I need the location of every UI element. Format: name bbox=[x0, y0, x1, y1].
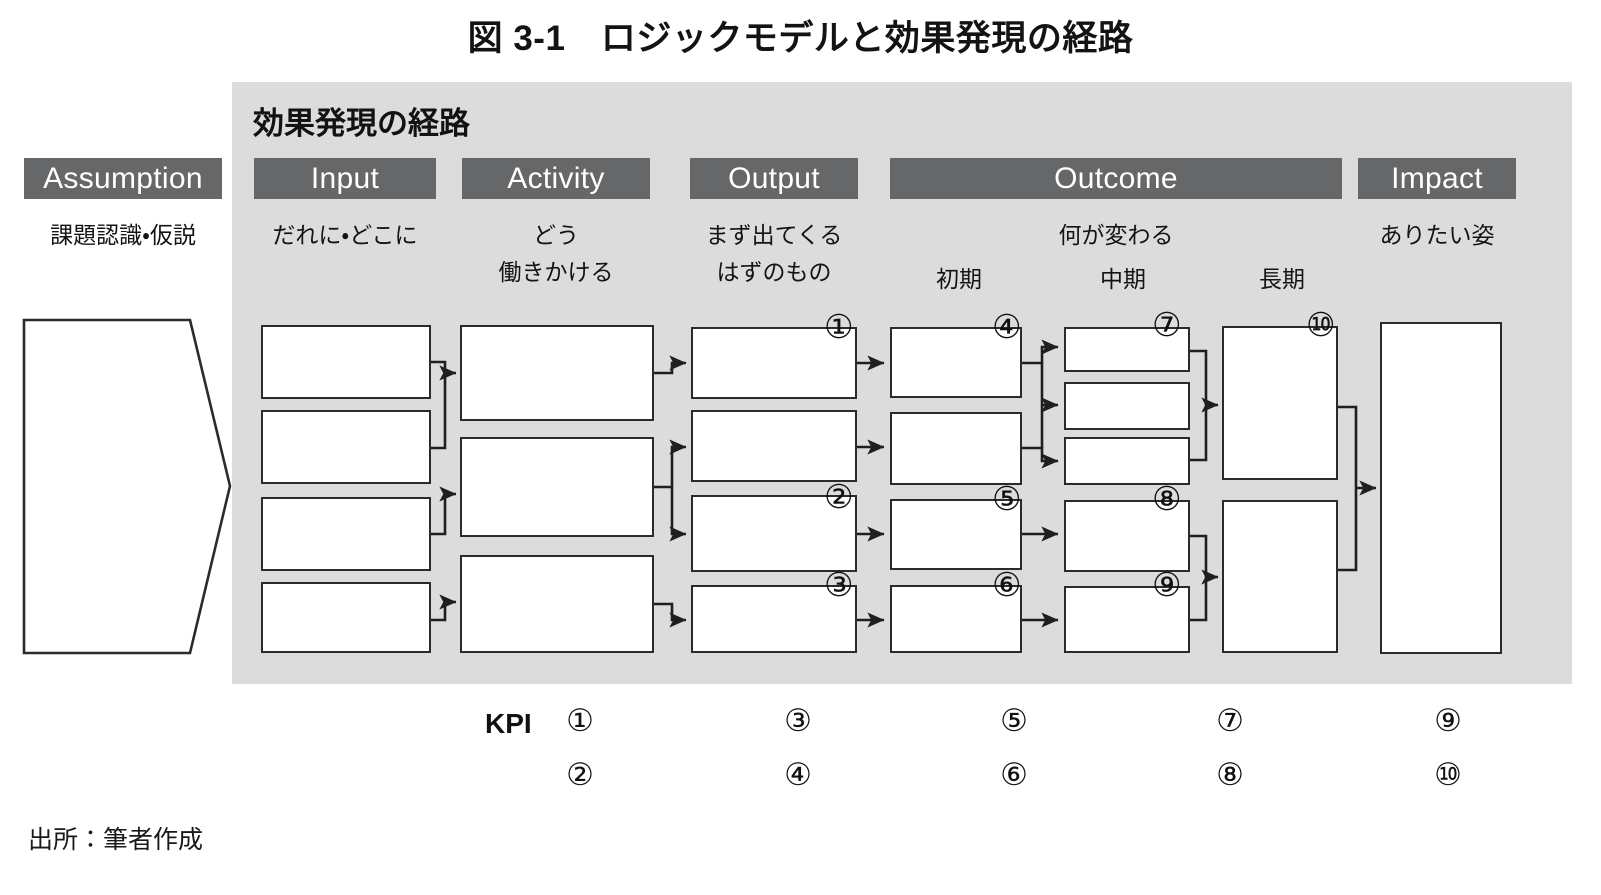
impact-box-1[interactable] bbox=[1380, 322, 1502, 654]
column-header-input: Input bbox=[254, 158, 436, 199]
caption-output-line1: まず出てくる bbox=[705, 222, 843, 248]
kpi-row1-item-5: ⑨ bbox=[1434, 703, 1462, 739]
outcome-long-box-1[interactable] bbox=[1222, 326, 1338, 480]
column-header-output: Output bbox=[690, 158, 858, 199]
outcome-mid-box-4[interactable] bbox=[1064, 500, 1190, 572]
column-header-impact: Impact bbox=[1358, 158, 1516, 199]
panel-title: 効果発現の経路 bbox=[253, 106, 470, 141]
kpi-row1-item-2: ③ bbox=[784, 703, 812, 739]
activity-box-3[interactable] bbox=[460, 555, 654, 653]
kpi-label: KPI bbox=[485, 708, 532, 739]
kpi-row1-item-4: ⑦ bbox=[1216, 703, 1244, 739]
marker-mid-8: ⑧ bbox=[1152, 479, 1182, 518]
caption-output-line2: はずのもの bbox=[716, 259, 832, 285]
column-header-assumption: Assumption bbox=[24, 158, 222, 199]
outcome-mid-box-2[interactable] bbox=[1064, 382, 1190, 430]
kpi-row2-item-5: ⑩ bbox=[1434, 757, 1462, 793]
caption-input: だれに・どこに bbox=[272, 222, 418, 248]
caption-assumption: 課題認識・仮説 bbox=[50, 222, 196, 248]
activity-box-2[interactable] bbox=[460, 437, 654, 537]
column-header-activity: Activity bbox=[462, 158, 650, 199]
marker-early-4: ④ bbox=[992, 307, 1022, 346]
caption-outcome: 何が変わる bbox=[1058, 222, 1174, 248]
source-note: 出所：筆者作成 bbox=[28, 826, 204, 854]
output-box-4[interactable] bbox=[691, 585, 857, 653]
outcome-long-box-2[interactable] bbox=[1222, 500, 1338, 653]
outcome-phase-mid: 中期 bbox=[1100, 266, 1146, 292]
marker-mid-9: ⑨ bbox=[1152, 565, 1182, 604]
output-box-3[interactable] bbox=[691, 495, 857, 572]
kpi-row2-item-1: ② bbox=[566, 757, 594, 793]
assumption-arrow-shape bbox=[22, 318, 232, 655]
marker-output-2: ② bbox=[824, 477, 854, 516]
caption-activity-line2: 働きかける bbox=[498, 259, 614, 285]
marker-output-1: ① bbox=[824, 307, 854, 346]
marker-early-6: ⑥ bbox=[992, 565, 1022, 604]
caption-activity-line1: どう bbox=[533, 222, 579, 248]
input-box-2[interactable] bbox=[261, 410, 431, 484]
output-box-1[interactable] bbox=[691, 327, 857, 399]
outcome-early-box-2[interactable] bbox=[890, 412, 1022, 485]
kpi-row2-item-4: ⑧ bbox=[1216, 757, 1244, 793]
input-box-4[interactable] bbox=[261, 582, 431, 653]
kpi-row1-item-3: ⑤ bbox=[1000, 703, 1028, 739]
outcome-early-box-1[interactable] bbox=[890, 327, 1022, 398]
outcome-early-box-3[interactable] bbox=[890, 499, 1022, 570]
input-box-1[interactable] bbox=[261, 325, 431, 399]
outcome-mid-box-5[interactable] bbox=[1064, 586, 1190, 653]
marker-long-10: ⑩ bbox=[1306, 305, 1336, 344]
column-header-outcome: Outcome bbox=[890, 158, 1342, 199]
outcome-early-box-4[interactable] bbox=[890, 585, 1022, 653]
marker-output-3: ③ bbox=[824, 565, 854, 604]
kpi-row1-item-1: ① bbox=[566, 703, 594, 739]
output-box-2[interactable] bbox=[691, 410, 857, 482]
marker-early-5: ⑤ bbox=[992, 479, 1022, 518]
input-box-3[interactable] bbox=[261, 497, 431, 571]
outcome-mid-box-3[interactable] bbox=[1064, 437, 1190, 485]
outcome-phase-early: 初期 bbox=[936, 266, 982, 292]
marker-mid-7: ⑦ bbox=[1152, 305, 1182, 344]
kpi-row2-item-2: ④ bbox=[784, 757, 812, 793]
kpi-row2-item-3: ⑥ bbox=[1000, 757, 1028, 793]
activity-box-1[interactable] bbox=[460, 325, 654, 421]
figure-title: 図 3-1 ロジックモデルと効果発現の経路 bbox=[467, 19, 1134, 58]
caption-impact: ありたい姿 bbox=[1379, 222, 1495, 248]
outcome-mid-box-1[interactable] bbox=[1064, 327, 1190, 372]
outcome-phase-long: 長期 bbox=[1259, 266, 1305, 292]
